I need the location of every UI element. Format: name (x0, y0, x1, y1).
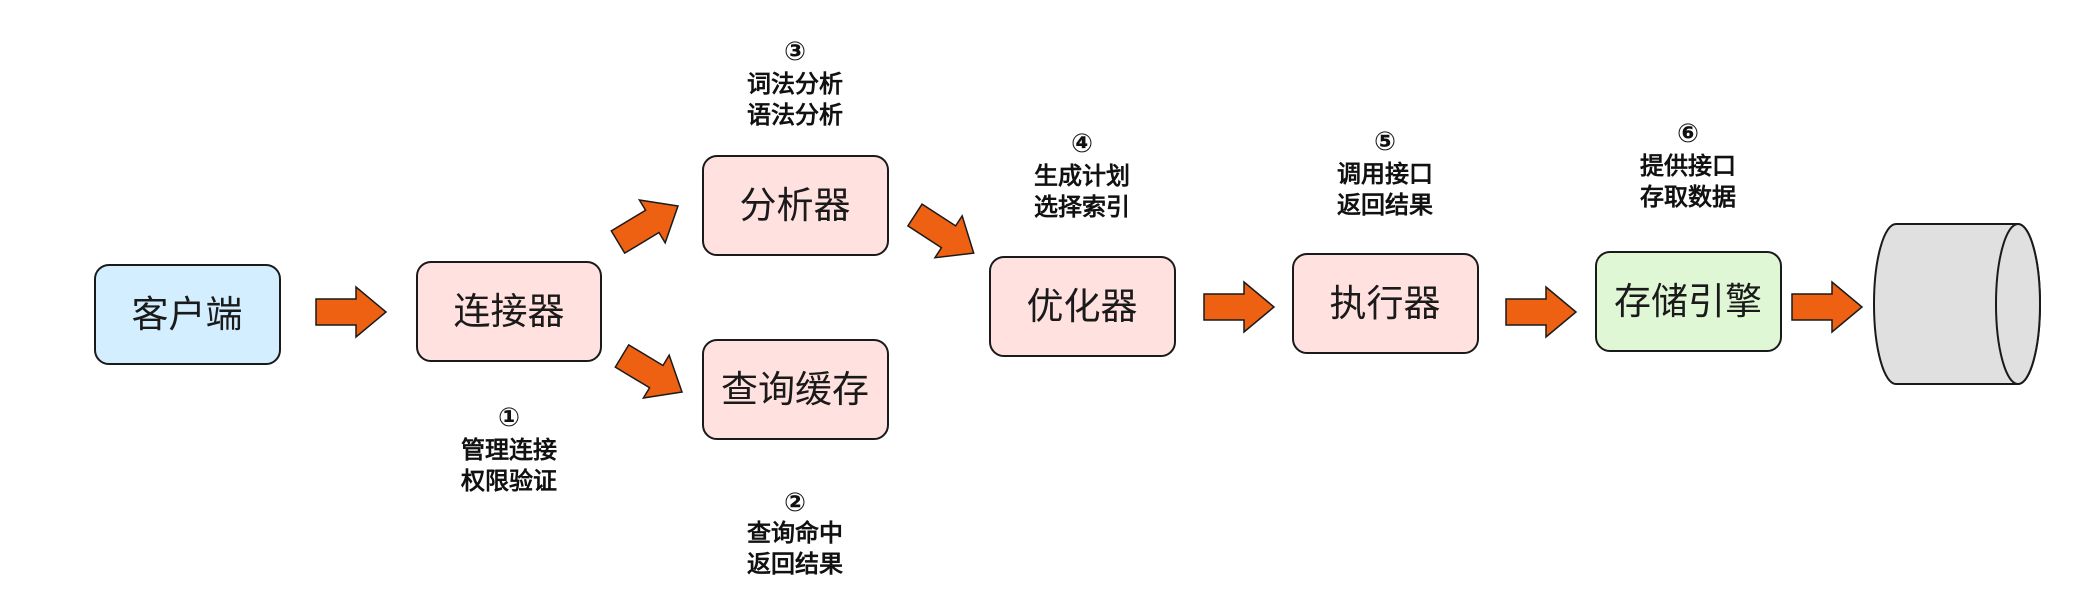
note-connector-line1: 管理连接 (461, 436, 557, 464)
storage-engine-box (1595, 251, 1782, 352)
arrow-storage-engine-to-database (1791, 280, 1864, 334)
arrow-connector-to-analyzer (610, 198, 680, 255)
executor-box (1292, 253, 1479, 354)
note-executor-line1: 调用接口 (1337, 160, 1433, 188)
note-analyzer: ③ 词法分析 语法分析 (747, 37, 843, 129)
note-analyzer-line2: 语法分析 (747, 101, 843, 129)
arrow-optimizer-to-executor (1203, 280, 1276, 334)
connector-label: 连接器 (454, 290, 565, 333)
analyzer-box (702, 155, 889, 256)
note-optimizer: ④ 生成计划 选择索引 (1034, 129, 1130, 221)
note-optimizer-step: ④ (1071, 129, 1093, 159)
arrow-right-icon (906, 203, 975, 259)
note-storage-engine: ⑥ 提供接口 存取数据 (1640, 119, 1736, 211)
note-optimizer-line1: 生成计划 (1034, 162, 1130, 190)
note-analyzer-line1: 词法分析 (747, 70, 843, 98)
database-cylinder-icon (1873, 223, 2041, 385)
note-executor-line2: 返回结果 (1337, 191, 1433, 219)
arrow-right-icon (1505, 285, 1578, 339)
note-storage-engine-step: ⑥ (1677, 119, 1699, 149)
client-box (94, 264, 281, 365)
note-query-cache: ② 查询命中 返回结果 (747, 488, 843, 578)
node-client: 客户端 (94, 264, 281, 365)
note-connector-line2: 权限验证 (460, 467, 557, 495)
executor-label: 执行器 (1330, 282, 1441, 325)
arrow-client-to-connector (315, 285, 388, 339)
query-cache-box (702, 339, 889, 440)
arrow-right-icon (1791, 280, 1864, 334)
note-connector-step: ① (498, 403, 520, 433)
arrow-analyzer-to-optimizer (906, 203, 975, 259)
arrow-connector-to-query-cache (614, 343, 684, 400)
node-analyzer: 分析器 (702, 155, 889, 256)
database-face (1995, 223, 2041, 385)
note-query-cache-step: ② (784, 488, 806, 518)
note-executor-step: ⑤ (1374, 127, 1396, 157)
node-query-cache: 查询缓存 (702, 339, 889, 440)
connector-box (416, 261, 602, 362)
arrow-right-icon (614, 343, 684, 400)
note-query-cache-line1: 查询命中 (747, 519, 843, 547)
node-optimizer: 优化器 (989, 256, 1176, 357)
note-storage-engine-line1: 提供接口 (1640, 152, 1736, 180)
optimizer-label: 优化器 (1027, 285, 1138, 328)
arrow-right-icon (1203, 280, 1276, 334)
analyzer-label: 分析器 (740, 184, 851, 227)
query-cache-label: 查询缓存 (721, 368, 869, 411)
note-analyzer-step: ③ (784, 37, 806, 67)
optimizer-box (989, 256, 1176, 357)
note-storage-engine-line2: 存取数据 (1640, 183, 1736, 211)
arrow-executor-to-storage-engine (1505, 285, 1578, 339)
node-connector: 连接器 (416, 261, 602, 362)
node-executor: 执行器 (1292, 253, 1479, 354)
note-optimizer-line2: 选择索引 (1034, 193, 1130, 221)
arrow-right-icon (610, 198, 680, 255)
node-storage-engine: 存储引擎 (1595, 251, 1782, 352)
storage-engine-label: 存储引擎 (1614, 280, 1762, 323)
note-query-cache-line2: 返回结果 (747, 550, 843, 578)
arrow-right-icon (315, 285, 388, 339)
note-executor: ⑤ 调用接口 返回结果 (1337, 127, 1433, 219)
client-label: 客户端 (132, 293, 243, 336)
note-connector: ① 管理连接 权限验证 (460, 403, 557, 495)
